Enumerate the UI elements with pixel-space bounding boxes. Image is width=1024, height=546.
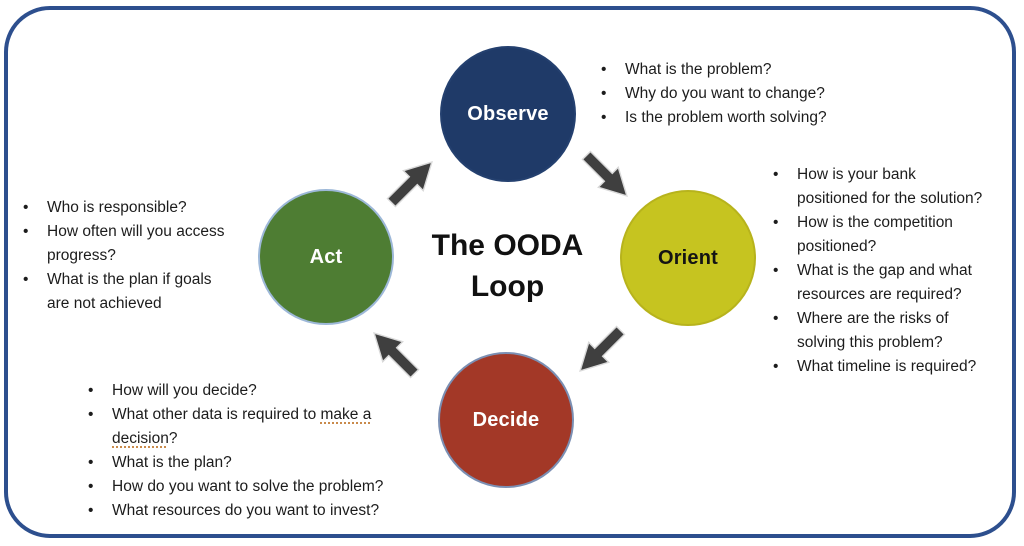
arrow-observe-to-orient-icon — [574, 143, 640, 209]
bullet-item: Where are the risks of solving this prob… — [770, 307, 990, 355]
node-decide-label: Decide — [472, 408, 540, 431]
act-questions-list: Who is responsible?How often will you ac… — [20, 196, 235, 316]
node-act: Act — [258, 189, 394, 325]
node-act-label: Act — [309, 245, 343, 268]
bullet-item: How do you want to solve the problem? — [85, 475, 415, 499]
bullet-item: How will you decide? — [85, 379, 415, 403]
diagram-title: The OODA Loop — [431, 229, 584, 303]
bullet-item: What is the plan? — [85, 451, 415, 475]
bullet-item: How is your bank positioned for the solu… — [770, 163, 990, 211]
bullet-item: What resources do you want to invest? — [85, 499, 415, 523]
bullet-item: Who is responsible? — [20, 196, 235, 220]
bullet-item: What other data is required to make a de… — [85, 403, 415, 451]
decide-questions-list: How will you decide?What other data is r… — [85, 379, 415, 523]
bullet-item: What is the problem? — [598, 58, 998, 82]
arrow-decide-to-act-icon — [361, 320, 427, 386]
bullet-item: Why do you want to change? — [598, 82, 998, 106]
node-orient: Orient — [620, 190, 756, 326]
bullet-item: What is the plan if goals are not achiev… — [20, 268, 235, 316]
bullet-item: What is the gap and what resources are r… — [770, 259, 990, 307]
arrow-act-to-observe-icon — [379, 149, 445, 215]
bullet-item: How often will you access progress? — [20, 220, 235, 268]
bullet-item: How is the competition positioned? — [770, 211, 990, 259]
bullet-item: Is the problem worth solving? — [598, 106, 998, 130]
node-observe-label: Observe — [467, 102, 549, 125]
orient-questions-list: How is your bank positioned for the solu… — [770, 163, 990, 379]
node-decide: Decide — [438, 352, 574, 488]
arrow-orient-to-decide-icon — [567, 318, 633, 384]
observe-questions-list: What is the problem?Why do you want to c… — [598, 58, 998, 130]
bullet-item: What timeline is required? — [770, 355, 990, 379]
node-observe: Observe — [440, 46, 576, 182]
proofing-underlined-text: make a decision — [112, 406, 372, 447]
node-orient-label: Orient — [657, 246, 719, 269]
